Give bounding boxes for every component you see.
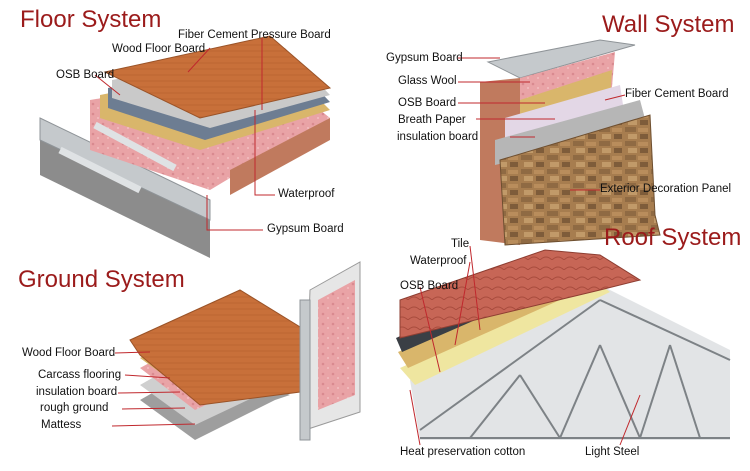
roof-label-osb-board: OSB Board (400, 280, 459, 292)
wall-label-fiber-cement-board: Fiber Cement Board (625, 88, 729, 100)
ground-label-wood-floor-board: Wood Floor Board (22, 347, 116, 359)
wall-system-title: Wall System (602, 11, 735, 38)
ground-label-mattess: Mattess (41, 419, 82, 431)
roof-steel-truss (419, 299, 731, 439)
roof-system-illustration (396, 249, 731, 440)
roof-heat-cotton (400, 280, 610, 385)
ground-system-title: Ground System (18, 266, 185, 293)
wall-cement-board-layer (495, 100, 648, 165)
floor-label-gypsum-board: Gypsum Board (267, 223, 344, 235)
wall-label-exterior-decoration-panel: Exterior Decoration Panel (600, 183, 732, 195)
wall-label-osb-board: OSB Board (398, 97, 457, 109)
wall-label-glass-wool: Glass Wool (398, 75, 457, 87)
wall-label-breath-paper: Breath Paper (398, 114, 466, 126)
ground-wall-insulation (318, 280, 355, 410)
floor-steel-joists (39, 117, 211, 221)
wall-system-illustration (480, 39, 661, 246)
roof-label-heat-preservation-cotton: Heat preservation cotton (400, 446, 526, 458)
floor-label-osb-board: OSB Board (56, 69, 115, 81)
roof-label-tile: Tile (451, 238, 470, 250)
roof-label-waterproof: Waterproof (410, 255, 467, 267)
ground-steel-post (299, 299, 311, 441)
roof-system-title: Roof System (604, 224, 742, 251)
wall-label-insulation-board: insulation board (397, 131, 479, 143)
ground-label-carcass-flooring: Carcass flooring (38, 369, 122, 381)
leader-lines (94, 38, 641, 446)
floor-label-waterproof: Waterproof (278, 188, 335, 200)
floor-label-fiber-cement-pressure-board: Fiber Cement Pressure Board (178, 29, 331, 41)
floor-gypsum-underside (40, 140, 210, 258)
floor-wood-board (103, 35, 332, 119)
roof-label-light-steel: Light Steel (585, 446, 640, 458)
wall-frame-top (486, 39, 636, 79)
ground-label-insulation-board: insulation board (36, 386, 118, 398)
wall-label-gypsum-board: Gypsum Board (386, 52, 463, 64)
ground-system-illustration (129, 261, 361, 441)
floor-system-illustration (39, 35, 332, 258)
wall-stone-panel (499, 114, 661, 246)
ground-label-rough-ground: rough ground (40, 402, 109, 414)
floor-system-title: Floor System (20, 6, 162, 33)
floor-label-wood-floor-board: Wood Floor Board (112, 43, 206, 55)
